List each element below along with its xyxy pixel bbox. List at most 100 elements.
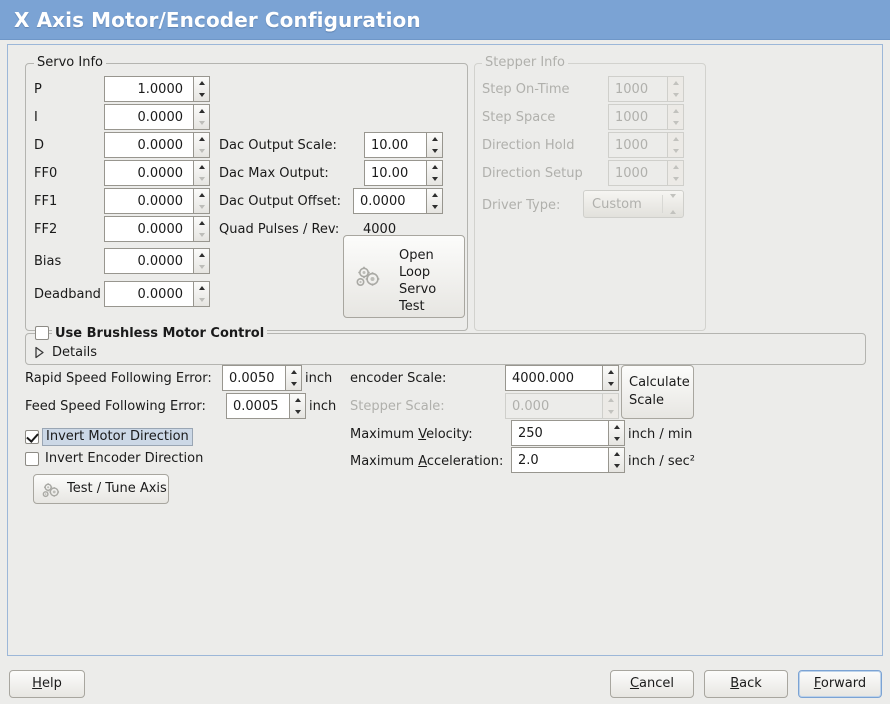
open-loop-servo-test-button[interactable]: Open Loop Servo Test xyxy=(343,235,465,318)
use-brushless-checkbox[interactable] xyxy=(35,326,49,340)
dac-max-output-buttons[interactable] xyxy=(426,160,443,186)
invert-encoder-direction-label[interactable]: Invert Encoder Direction xyxy=(45,451,204,466)
spin-up-icon[interactable] xyxy=(603,366,618,378)
encoder-scale-buttons[interactable] xyxy=(602,365,619,391)
servo-label-d: D xyxy=(34,138,45,153)
combo-divider xyxy=(662,194,663,214)
feed-speed-error-buttons[interactable] xyxy=(289,393,306,419)
dac-output-scale-spin[interactable]: 10.00 xyxy=(364,132,443,158)
spin-down-icon[interactable] xyxy=(603,378,618,390)
rapid-speed-error-value[interactable]: 0.0050 xyxy=(222,365,285,391)
spin-down-icon[interactable] xyxy=(427,201,442,213)
details-expander-icon[interactable] xyxy=(34,346,45,359)
spin-up-icon[interactable] xyxy=(194,105,209,117)
spin-down-icon[interactable] xyxy=(194,201,209,213)
cancel-button[interactable]: Cancel xyxy=(610,670,694,698)
invert-motor-direction-label[interactable]: Invert Motor Direction xyxy=(42,428,193,446)
servo-spin-bias[interactable]: 0.0000 xyxy=(104,248,210,274)
servo-spin-ff2-buttons[interactable] xyxy=(193,216,210,242)
spin-down-icon[interactable] xyxy=(194,173,209,185)
dac-output-offset-spin[interactable]: 0.0000 xyxy=(353,188,443,214)
spin-down-icon[interactable] xyxy=(427,173,442,185)
spin-up-icon[interactable] xyxy=(194,249,209,261)
servo-value-d[interactable]: 0.0000 xyxy=(104,132,193,158)
dac-output-scale-buttons[interactable] xyxy=(426,132,443,158)
forward-button[interactable]: Forward xyxy=(798,670,882,698)
spin-down-icon[interactable] xyxy=(609,460,624,472)
servo-spin-d[interactable]: 0.0000 xyxy=(104,132,210,158)
spin-up-icon[interactable] xyxy=(290,394,305,406)
spin-up-icon[interactable] xyxy=(194,133,209,145)
back-button[interactable]: Back xyxy=(704,670,788,698)
servo-value-ff2[interactable]: 0.0000 xyxy=(104,216,193,242)
servo-value-ff1[interactable]: 0.0000 xyxy=(104,188,193,214)
rapid-speed-error-spin[interactable]: 0.0050 xyxy=(222,365,302,391)
spin-down-icon[interactable] xyxy=(609,433,624,445)
servo-spin-ff1[interactable]: 0.0000 xyxy=(104,188,210,214)
help-mnemonic: H xyxy=(32,676,42,691)
feed-speed-error-spin[interactable]: 0.0005 xyxy=(226,393,306,419)
spin-down-icon[interactable] xyxy=(194,229,209,241)
servo-value-p[interactable]: 1.0000 xyxy=(104,76,193,102)
dac-output-offset-buttons[interactable] xyxy=(426,188,443,214)
spin-down-icon[interactable] xyxy=(194,261,209,273)
spin-down-icon[interactable] xyxy=(427,145,442,157)
calculate-scale-button[interactable]: Calculate Scale xyxy=(621,365,694,419)
spin-down-icon[interactable] xyxy=(194,89,209,101)
encoder-scale-spin[interactable]: 4000.000 xyxy=(505,365,619,391)
invert-motor-direction-checkbox[interactable] xyxy=(25,430,39,444)
dac-output-scale-value[interactable]: 10.00 xyxy=(364,132,426,158)
max-velocity-buttons[interactable] xyxy=(608,420,625,446)
servo-spin-p-buttons[interactable] xyxy=(193,76,210,102)
servo-spin-deadband[interactable]: 0.0000 xyxy=(104,281,210,307)
servo-spin-ff0[interactable]: 0.0000 xyxy=(104,160,210,186)
driver-type-select: Custom xyxy=(583,190,684,218)
feed-speed-error-value[interactable]: 0.0005 xyxy=(226,393,289,419)
spin-down-icon[interactable] xyxy=(194,117,209,129)
spin-up-icon[interactable] xyxy=(427,161,442,173)
spin-up-icon[interactable] xyxy=(427,189,442,201)
dac-output-offset-value[interactable]: 0.0000 xyxy=(353,188,426,214)
servo-value-deadband[interactable]: 0.0000 xyxy=(104,281,193,307)
spin-down-icon[interactable] xyxy=(290,406,305,418)
max-acceleration-value[interactable]: 2.0 xyxy=(511,447,608,473)
spin-up-icon[interactable] xyxy=(194,161,209,173)
max-acceleration-spin[interactable]: 2.0 xyxy=(511,447,625,473)
spin-up-icon[interactable] xyxy=(194,77,209,89)
spin-up-icon[interactable] xyxy=(609,421,624,433)
spin-down-icon[interactable] xyxy=(194,294,209,306)
spin-up-icon[interactable] xyxy=(286,366,301,378)
servo-spin-ff1-buttons[interactable] xyxy=(193,188,210,214)
rapid-speed-error-buttons[interactable] xyxy=(285,365,302,391)
spin-up-icon[interactable] xyxy=(194,189,209,201)
dac-max-output-spin[interactable]: 10.00 xyxy=(364,160,443,186)
help-button[interactable]: Help xyxy=(9,670,85,698)
servo-value-i[interactable]: 0.0000 xyxy=(104,104,193,130)
use-brushless-label[interactable]: Use Brushless Motor Control xyxy=(52,326,268,341)
invert-encoder-direction-checkbox[interactable] xyxy=(25,452,39,466)
spin-down-icon[interactable] xyxy=(286,378,301,390)
details-label[interactable]: Details xyxy=(52,345,98,360)
servo-spin-deadband-buttons[interactable] xyxy=(193,281,210,307)
max-acceleration-buttons[interactable] xyxy=(608,447,625,473)
servo-spin-i-buttons[interactable] xyxy=(193,104,210,130)
max-velocity-value[interactable]: 250 xyxy=(511,420,608,446)
servo-value-bias[interactable]: 0.0000 xyxy=(104,248,193,274)
servo-spin-ff0-buttons[interactable] xyxy=(193,160,210,186)
direction-setup-value: 1000 xyxy=(608,160,667,186)
spin-up-icon[interactable] xyxy=(194,282,209,294)
max-velocity-spin[interactable]: 250 xyxy=(511,420,625,446)
spin-up-icon[interactable] xyxy=(194,217,209,229)
encoder-scale-value[interactable]: 4000.000 xyxy=(505,365,602,391)
servo-value-ff0[interactable]: 0.0000 xyxy=(104,160,193,186)
test-tune-axis-button[interactable]: Test / Tune Axis xyxy=(33,474,169,504)
servo-spin-d-buttons[interactable] xyxy=(193,132,210,158)
servo-spin-ff2[interactable]: 0.0000 xyxy=(104,216,210,242)
servo-spin-i[interactable]: 0.0000 xyxy=(104,104,210,130)
spin-down-icon[interactable] xyxy=(194,145,209,157)
servo-spin-p[interactable]: 1.0000 xyxy=(104,76,210,102)
servo-spin-bias-buttons[interactable] xyxy=(193,248,210,274)
dac-max-output-value[interactable]: 10.00 xyxy=(364,160,426,186)
spin-up-icon[interactable] xyxy=(427,133,442,145)
spin-up-icon[interactable] xyxy=(609,448,624,460)
